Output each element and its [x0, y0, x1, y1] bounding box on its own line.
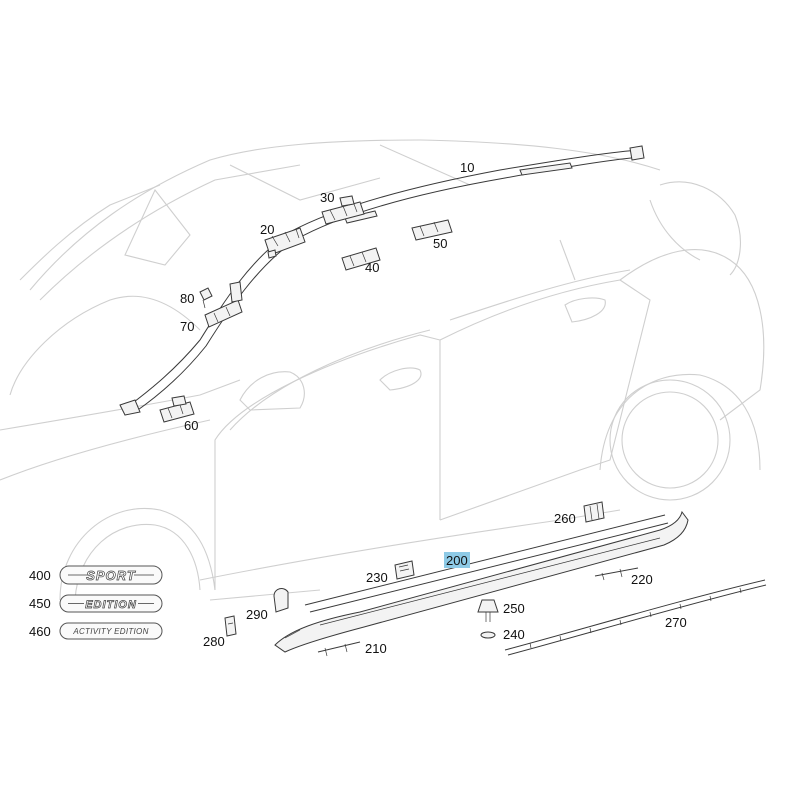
clip-30[interactable] — [321, 195, 365, 225]
callouts: 10 20 30 40 50 60 70 80 200 210 220 230 … — [29, 160, 687, 656]
callout-60[interactable]: 60 — [184, 418, 198, 433]
callout-20[interactable]: 20 — [260, 222, 274, 237]
emblem-edition-text: EDITION — [85, 599, 137, 611]
washer-240[interactable] — [480, 631, 496, 639]
callout-280[interactable]: 280 — [203, 634, 225, 649]
part-10-roof-rail[interactable] — [119, 145, 645, 416]
clip-250[interactable] — [477, 599, 499, 622]
callout-230[interactable]: 230 — [366, 570, 388, 585]
clip-70[interactable] — [204, 281, 243, 328]
cap-230[interactable] — [394, 560, 415, 580]
callout-460[interactable]: 460 — [29, 624, 51, 639]
callout-40[interactable]: 40 — [365, 260, 379, 275]
callout-80[interactable]: 80 — [180, 291, 194, 306]
emblem-460-activity[interactable]: ACTIVITY EDITION — [59, 622, 163, 640]
clip-60[interactable] — [159, 395, 195, 423]
bracket-210[interactable] — [317, 641, 361, 657]
callout-200-highlight — [444, 552, 470, 568]
callout-210[interactable]: 210 — [365, 641, 387, 656]
car-outline — [0, 139, 765, 601]
emblem-400-sport[interactable]: SPORT — [59, 565, 163, 585]
callout-30[interactable]: 30 — [320, 190, 334, 205]
callout-70[interactable]: 70 — [180, 319, 194, 334]
callout-260[interactable]: 260 — [554, 511, 576, 526]
callout-250[interactable]: 250 — [503, 601, 525, 616]
callout-270[interactable]: 270 — [665, 615, 687, 630]
callout-290[interactable]: 290 — [246, 607, 268, 622]
clip-20[interactable] — [264, 227, 306, 259]
bracket-220[interactable] — [594, 567, 639, 581]
part-200-side-skirt[interactable] — [274, 510, 689, 653]
cover-260[interactable] — [583, 501, 605, 523]
callout-50[interactable]: 50 — [433, 236, 447, 251]
emblem-sport-text: SPORT — [86, 568, 136, 583]
callout-450[interactable]: 450 — [29, 596, 51, 611]
clip-50[interactable] — [411, 219, 453, 241]
callout-10[interactable]: 10 — [460, 160, 474, 175]
emblem-activity-text: ACTIVITY EDITION — [72, 627, 148, 636]
callout-240[interactable]: 240 — [503, 627, 525, 642]
callout-200[interactable]: 200 — [446, 553, 468, 568]
clip-80[interactable] — [199, 287, 213, 309]
cap-290[interactable] — [273, 588, 289, 613]
clip-280[interactable] — [224, 615, 237, 637]
callout-400[interactable]: 400 — [29, 568, 51, 583]
emblem-450-edition[interactable]: EDITION — [59, 594, 163, 613]
clip-40[interactable] — [341, 247, 381, 271]
callout-220[interactable]: 220 — [631, 572, 653, 587]
trim-strip-270[interactable] — [504, 579, 767, 656]
